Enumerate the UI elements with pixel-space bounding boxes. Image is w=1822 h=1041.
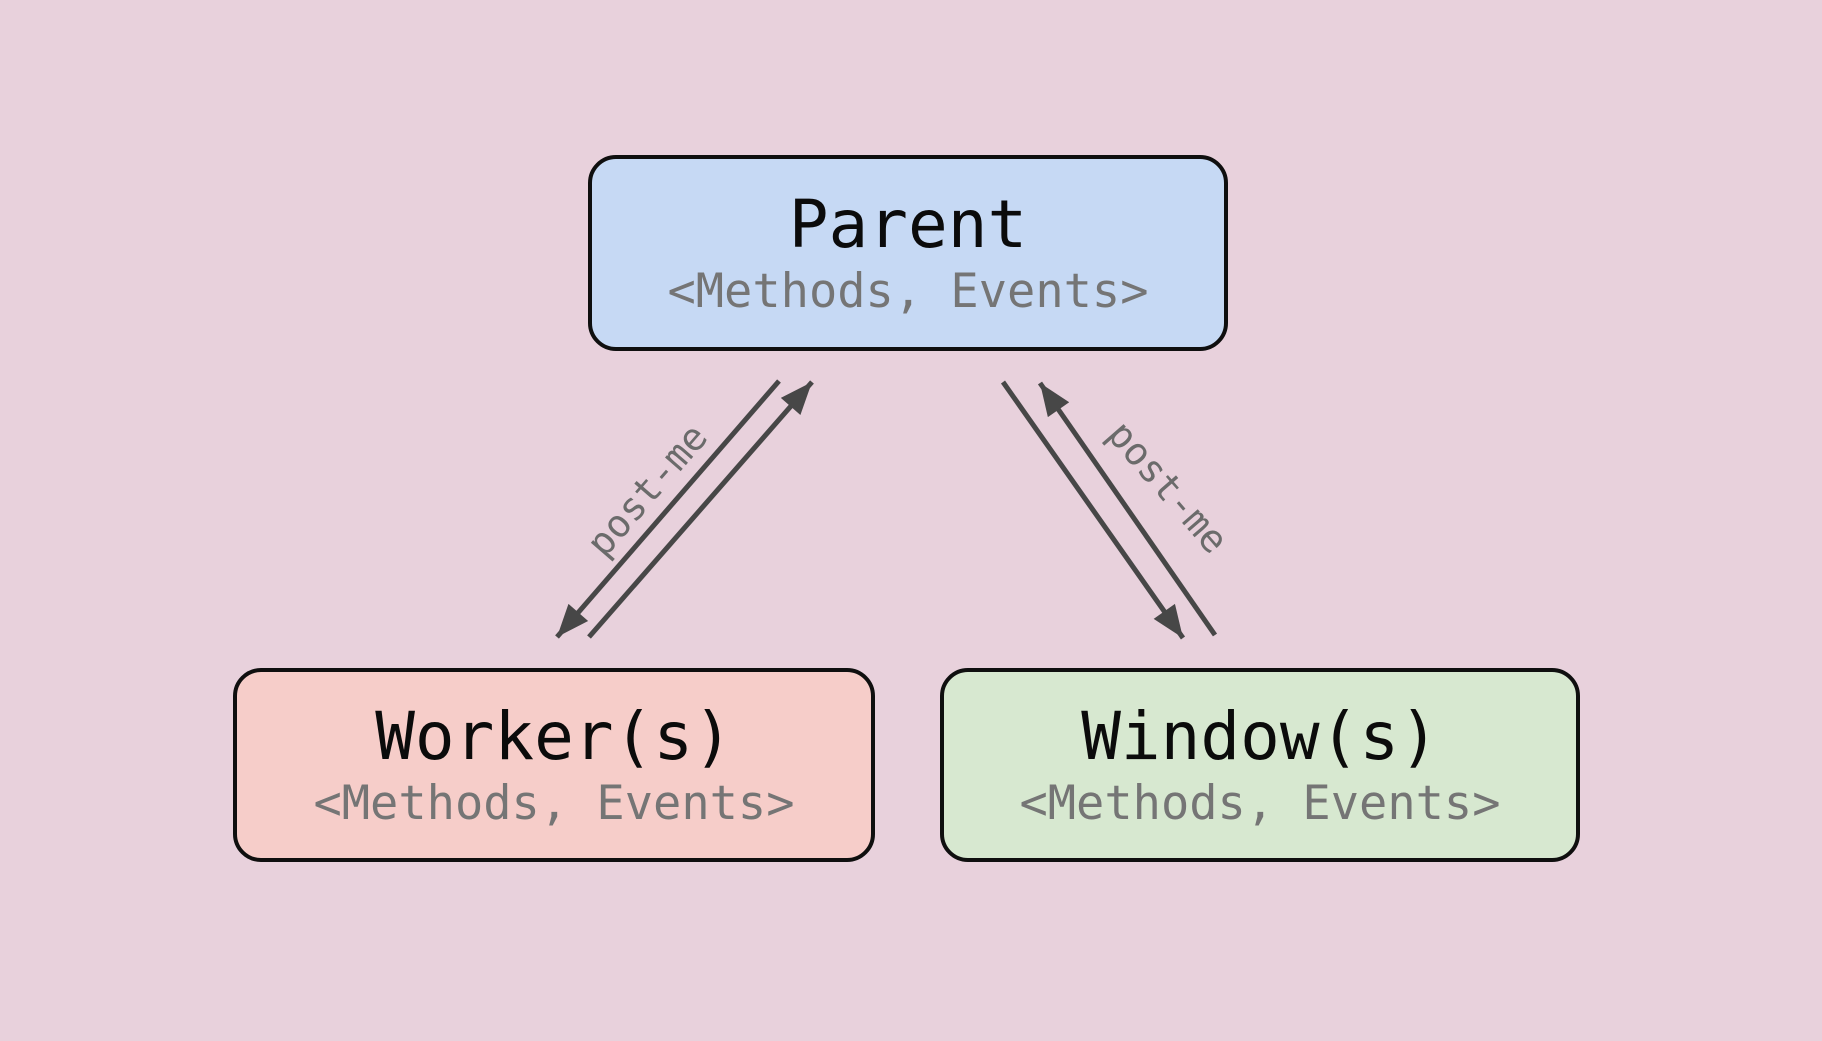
node-parent-subtitle: <Methods, Events> xyxy=(667,263,1149,319)
node-worker: Worker(s) <Methods, Events> xyxy=(233,668,875,862)
edge-parent-worker-arrow-to-worker xyxy=(555,379,781,639)
node-window: Window(s) <Methods, Events> xyxy=(940,668,1580,862)
edge-label-parent-worker: post-me xyxy=(577,415,717,565)
node-worker-subtitle: <Methods, Events> xyxy=(313,775,795,831)
node-worker-title: Worker(s) xyxy=(375,697,733,775)
node-window-subtitle: <Methods, Events> xyxy=(1019,775,1501,831)
edge-label-parent-window: post-me xyxy=(1098,412,1238,562)
node-window-title: Window(s) xyxy=(1081,697,1439,775)
node-parent: Parent <Methods, Events> xyxy=(588,155,1228,351)
edge-parent-window-arrow-to-window xyxy=(1000,380,1186,640)
node-parent-title: Parent xyxy=(788,185,1028,263)
